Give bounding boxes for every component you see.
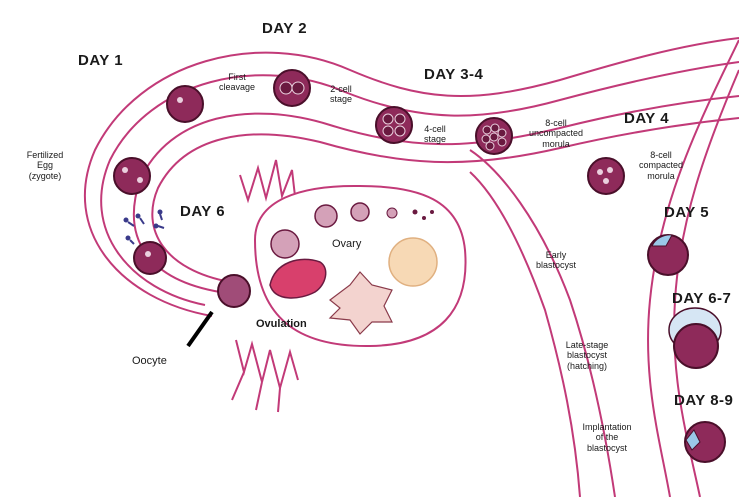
four-cell-embryo — [376, 107, 412, 143]
eight-cell-compacted-label: 8-cell compacted morula — [626, 150, 696, 181]
compacted-morula — [588, 158, 624, 194]
oocyte-cell — [218, 275, 250, 307]
implanting-blastocyst — [685, 422, 725, 462]
eight-cell-morula — [476, 118, 512, 154]
two-cell-embryo — [274, 70, 310, 106]
implantation-label: Implantation of the blastocyst — [566, 422, 648, 453]
day34-label: DAY 3-4 — [424, 66, 483, 83]
late-blastocyst-label: Late-stage blastocyst (hatching) — [552, 340, 622, 371]
day2-label: DAY 2 — [262, 20, 307, 37]
oocyte-label: Oocyte — [132, 355, 167, 368]
four-cell-label: 4-cell stage — [410, 124, 460, 145]
two-cell-label: 2-cell stage — [316, 84, 366, 105]
fertilized-egg-label: Fertilized Egg (zygote) — [12, 150, 78, 181]
day1-label: DAY 1 — [78, 52, 123, 69]
ovary-label: Ovary — [332, 238, 361, 251]
oocyte-pointer — [188, 312, 212, 346]
day67-label: DAY 6-7 — [672, 290, 739, 307]
zygote-cells — [114, 86, 203, 274]
eight-cell-uncompacted-label: 8-cell uncompacted morula — [520, 118, 592, 149]
day4-label: DAY 4 — [624, 110, 669, 127]
ovulation-label: Ovulation — [256, 318, 307, 331]
day89-label: DAY 8-9 — [674, 392, 739, 409]
early-blastocyst — [648, 235, 688, 275]
day6-label: DAY 6 — [180, 203, 225, 220]
day5-label: DAY 5 — [664, 204, 709, 221]
early-blastocyst-label: Early blastocyst — [526, 250, 586, 271]
first-cleavage-label: First cleavage — [208, 72, 266, 93]
hatching-blastocyst — [669, 308, 721, 368]
